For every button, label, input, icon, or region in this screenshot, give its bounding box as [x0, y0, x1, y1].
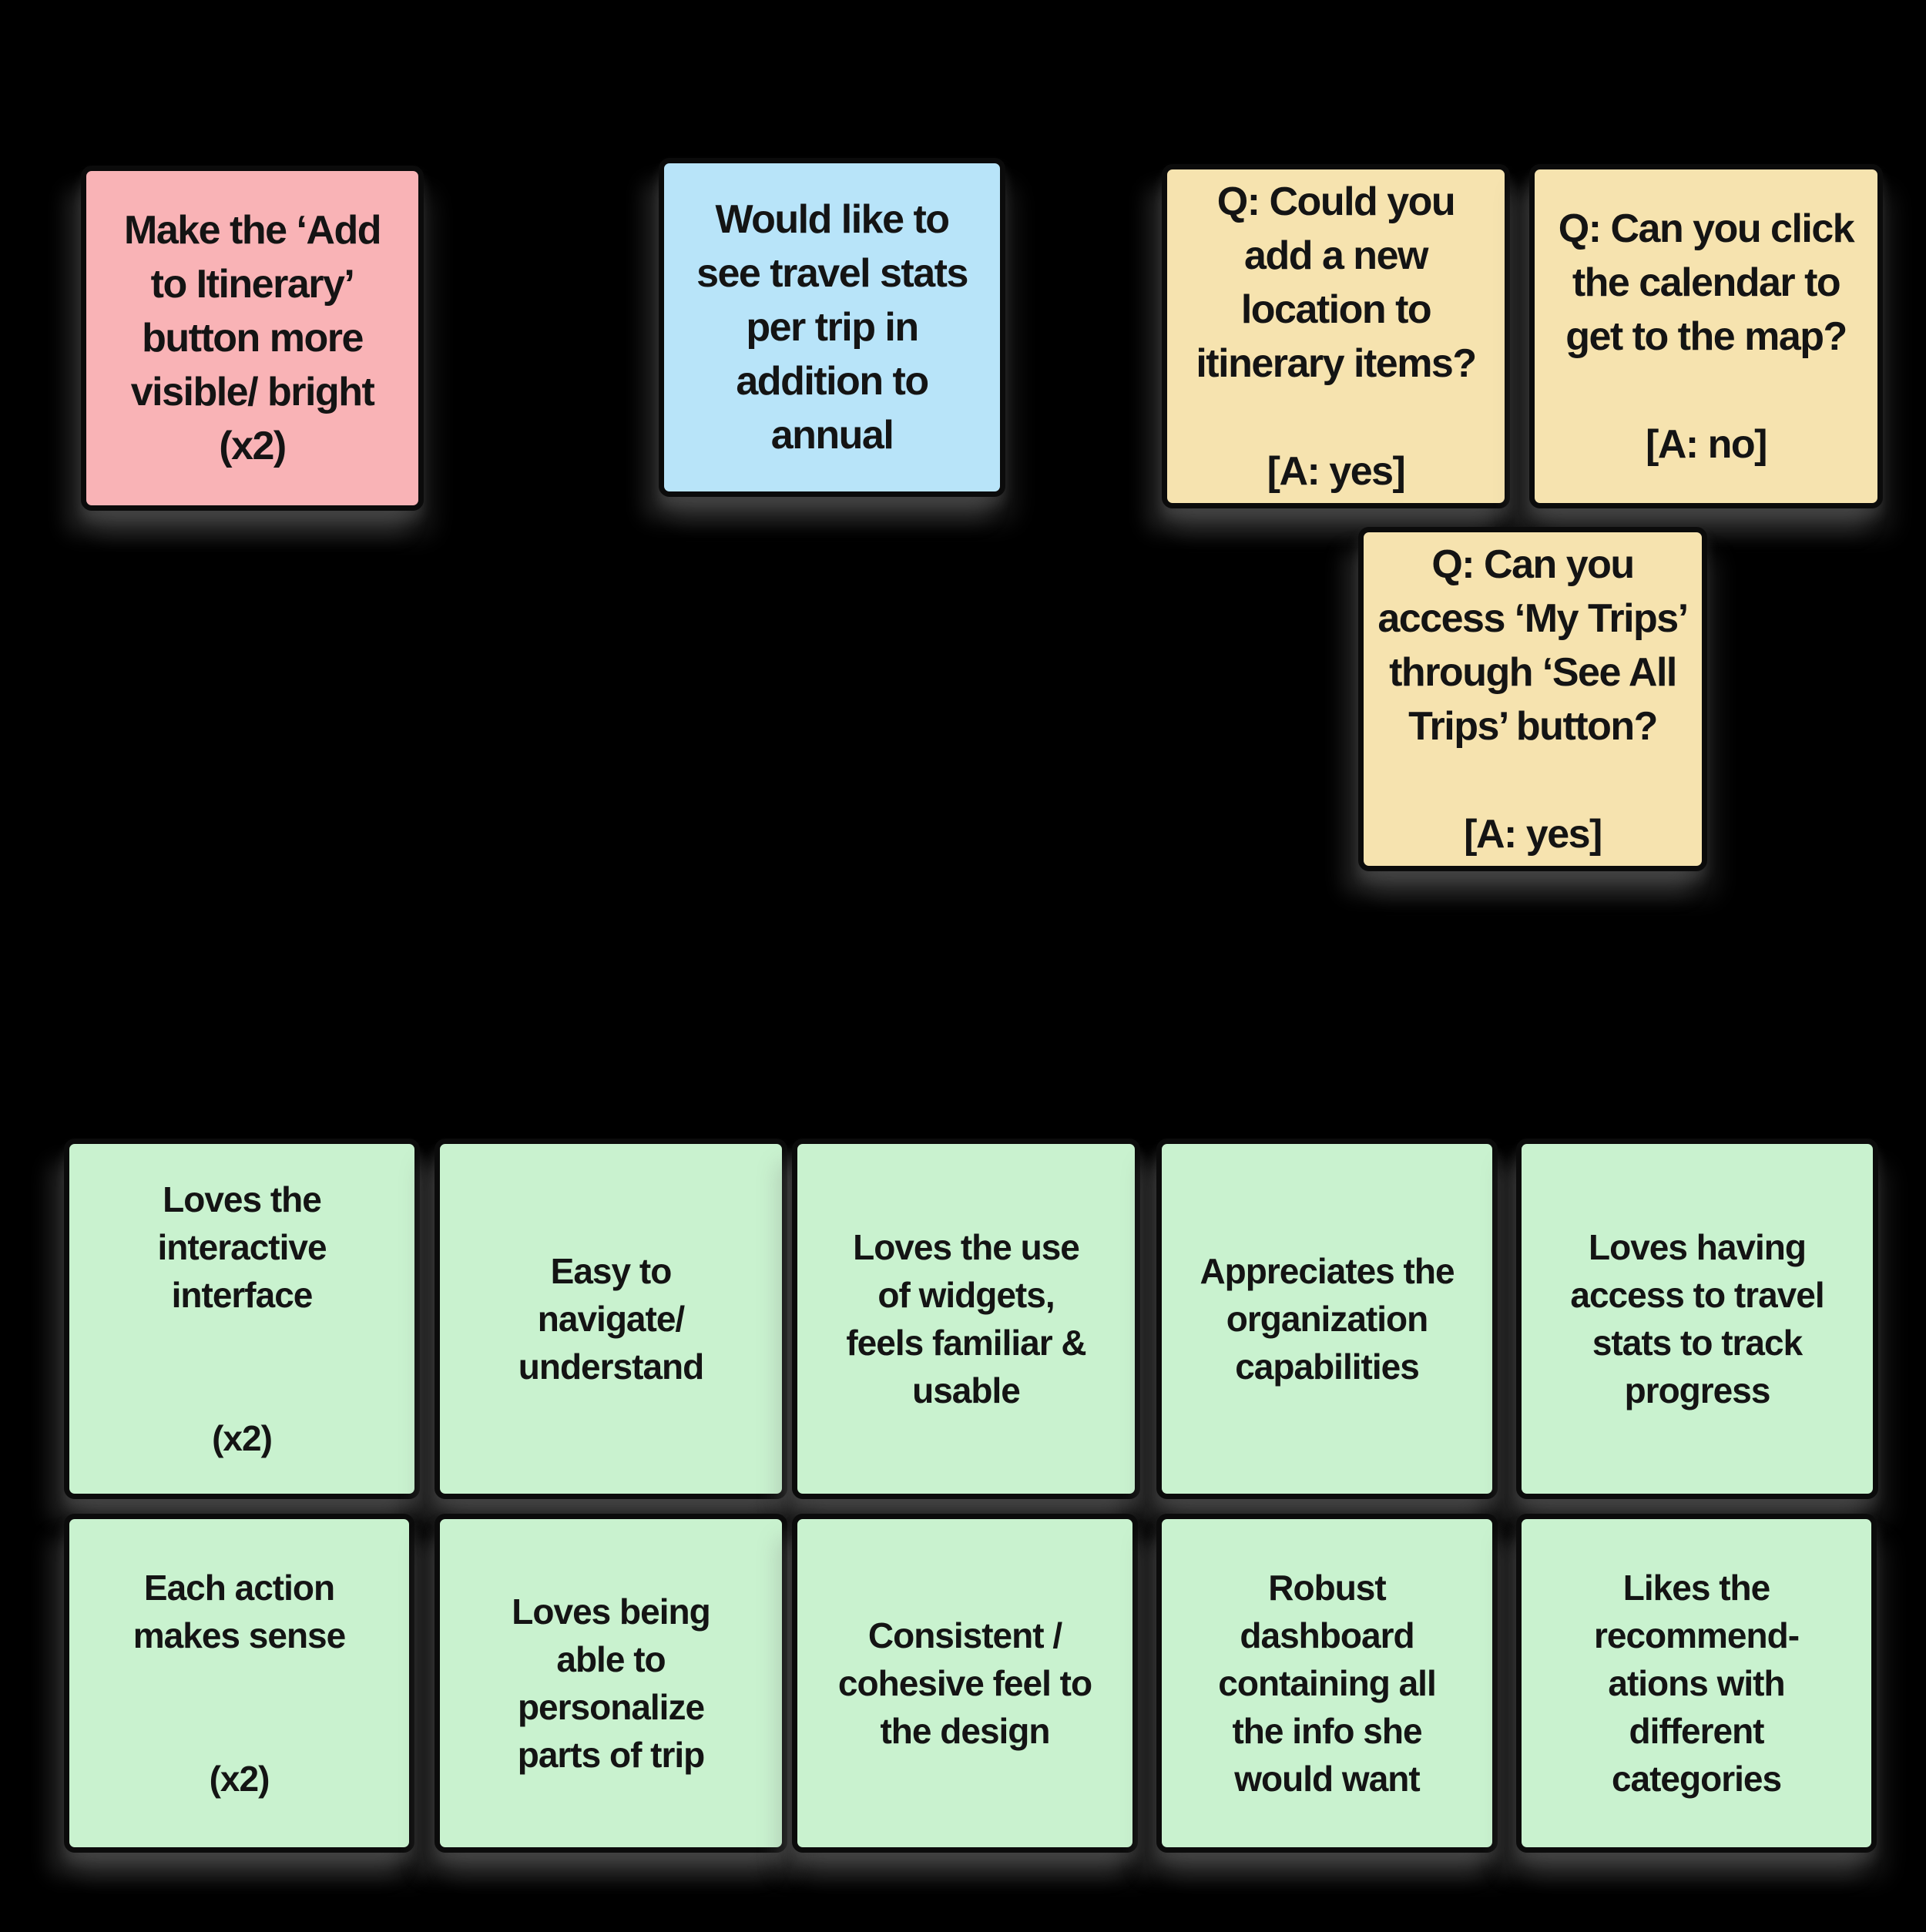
sticky-note-positive-personalize[interactable]: Loves being able to personalize parts of… — [435, 1514, 787, 1853]
note-text-question-my-trips: Q: Can you access ‘My Trips’ through ‘Se… — [1377, 542, 1689, 857]
sticky-note-positive-each-action[interactable]: Each action makes sense (x2) — [64, 1514, 414, 1853]
note-text-question-calendar-map: Q: Can you click the calendar to get to … — [1558, 206, 1855, 467]
sticky-note-question-my-trips[interactable]: Q: Can you access ‘My Trips’ through ‘Se… — [1358, 527, 1707, 871]
note-text-request-travel-stats: Would like to see travel stats per trip … — [696, 197, 968, 458]
note-text-positive-consistent-design: Consistent / cohesive feel to the design — [837, 1615, 1092, 1751]
note-text-positive-interactive-interface: Loves the interactive interface (x2) — [157, 1179, 327, 1458]
note-text-positive-travel-stats-tracking: Loves having access to travel stats to t… — [1570, 1227, 1824, 1410]
sticky-note-positive-consistent-design[interactable]: Consistent / cohesive feel to the design — [792, 1514, 1138, 1853]
note-text-improvement-add-to-itinerary: Make the ‘Add to Itinerary’ button more … — [124, 208, 382, 468]
sticky-note-positive-widgets[interactable]: Loves the use of widgets, feels familiar… — [792, 1139, 1140, 1499]
sticky-note-positive-organization[interactable]: Appreciates the organization capabilitie… — [1156, 1139, 1498, 1499]
sticky-note-question-calendar-map[interactable]: Q: Can you click the calendar to get to … — [1529, 164, 1883, 508]
sticky-note-improvement-add-to-itinerary[interactable]: Make the ‘Add to Itinerary’ button more … — [81, 166, 424, 511]
sticky-note-request-travel-stats[interactable]: Would like to see travel stats per trip … — [659, 158, 1005, 497]
note-text-positive-each-action: Each action makes sense (x2) — [133, 1568, 346, 1799]
sticky-note-positive-interactive-interface[interactable]: Loves the interactive interface (x2) — [64, 1139, 420, 1499]
sticky-note-positive-robust-dashboard[interactable]: Robust dashboard containing all the info… — [1156, 1514, 1498, 1853]
sticky-note-positive-recommendations[interactable]: Likes the recommend- ations with differe… — [1516, 1514, 1877, 1853]
note-text-positive-widgets: Loves the use of widgets, feels familiar… — [846, 1227, 1086, 1410]
note-text-positive-robust-dashboard: Robust dashboard containing all the info… — [1218, 1568, 1436, 1799]
note-text-positive-recommendations: Likes the recommend- ations with differe… — [1593, 1568, 1800, 1799]
sticky-note-positive-easy-navigate[interactable]: Easy to navigate/ understand — [435, 1139, 787, 1499]
note-text-question-add-location: Q: Could you add a new location to itine… — [1196, 179, 1477, 494]
note-text-positive-organization: Appreciates the organization capabilitie… — [1200, 1251, 1455, 1387]
sticky-note-positive-travel-stats-tracking[interactable]: Loves having access to travel stats to t… — [1516, 1139, 1878, 1499]
note-text-positive-personalize: Loves being able to personalize parts of… — [512, 1592, 710, 1775]
note-text-positive-easy-navigate: Easy to navigate/ understand — [518, 1251, 704, 1387]
sticky-note-question-add-location[interactable]: Q: Could you add a new location to itine… — [1162, 164, 1510, 508]
